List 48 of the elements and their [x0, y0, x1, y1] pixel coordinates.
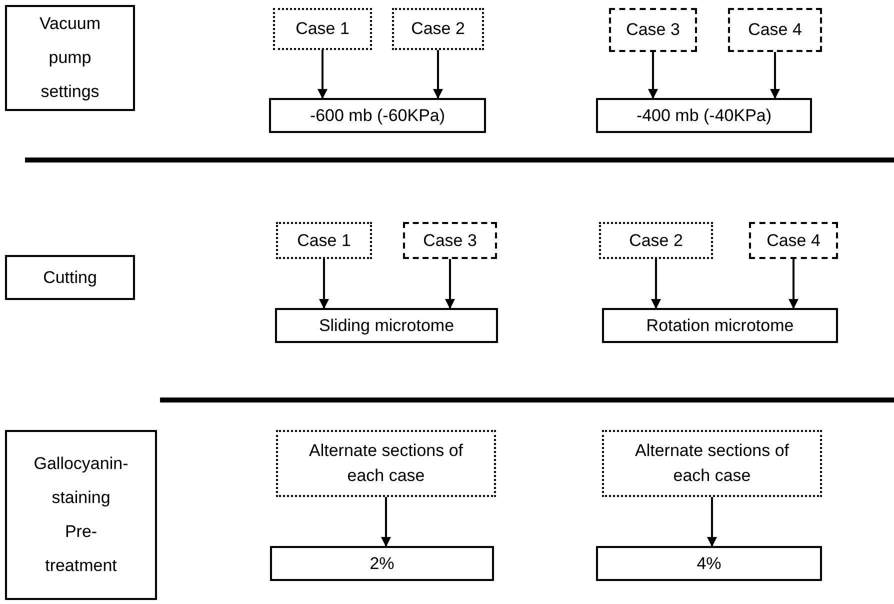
arrow	[445, 259, 455, 309]
process-box	[5, 430, 157, 600]
box-text: Case 2	[629, 230, 683, 250]
box-text: Case 4	[766, 230, 820, 250]
box-text: Case 1	[297, 230, 351, 250]
case-box	[749, 222, 838, 259]
case-box	[392, 8, 484, 50]
box-text: Vacuum pump settings	[38, 13, 102, 103]
box-text: 4%	[696, 554, 722, 574]
arrow	[651, 259, 661, 309]
process-box	[275, 308, 498, 343]
case-box	[602, 430, 822, 497]
case-box	[403, 222, 497, 259]
box-text: Case 3	[423, 230, 477, 250]
arrow	[319, 259, 329, 309]
case-box	[276, 222, 372, 259]
box-text: Case 3	[626, 20, 680, 40]
process-box	[5, 255, 135, 300]
process-box	[596, 546, 822, 581]
box-text: 2%	[370, 554, 394, 574]
arrow	[648, 52, 658, 99]
box-text: Case 1	[296, 19, 350, 39]
box-text: Alternate sections of each case	[308, 440, 464, 486]
arrow	[707, 497, 717, 547]
case-box	[599, 222, 713, 259]
process-box	[596, 98, 812, 133]
arrow	[318, 50, 328, 99]
box-text: Gallocyanin- staining Pre- treatment	[32, 453, 130, 577]
box-text: Case 2	[411, 19, 465, 39]
process-box	[270, 546, 494, 581]
box-text: Alternate sections of each case	[634, 440, 790, 486]
box-text: -600 mb (-60KPa)	[310, 106, 446, 126]
box-text: Rotation microtome	[646, 316, 794, 336]
arrow	[788, 259, 798, 309]
arrow	[770, 52, 780, 99]
box-text: Case 4	[748, 20, 802, 40]
process-box	[269, 98, 486, 133]
process-box	[5, 5, 135, 111]
case-box	[276, 430, 496, 497]
box-text: -400 mb (-40KPa)	[636, 106, 772, 126]
box-text: Cutting	[43, 268, 97, 288]
arrow	[433, 50, 443, 99]
case-box	[273, 8, 372, 50]
arrow	[381, 497, 391, 547]
case-box	[728, 8, 822, 52]
box-text: Sliding microtome	[318, 316, 454, 336]
case-box	[609, 8, 697, 52]
process-box	[602, 308, 838, 343]
